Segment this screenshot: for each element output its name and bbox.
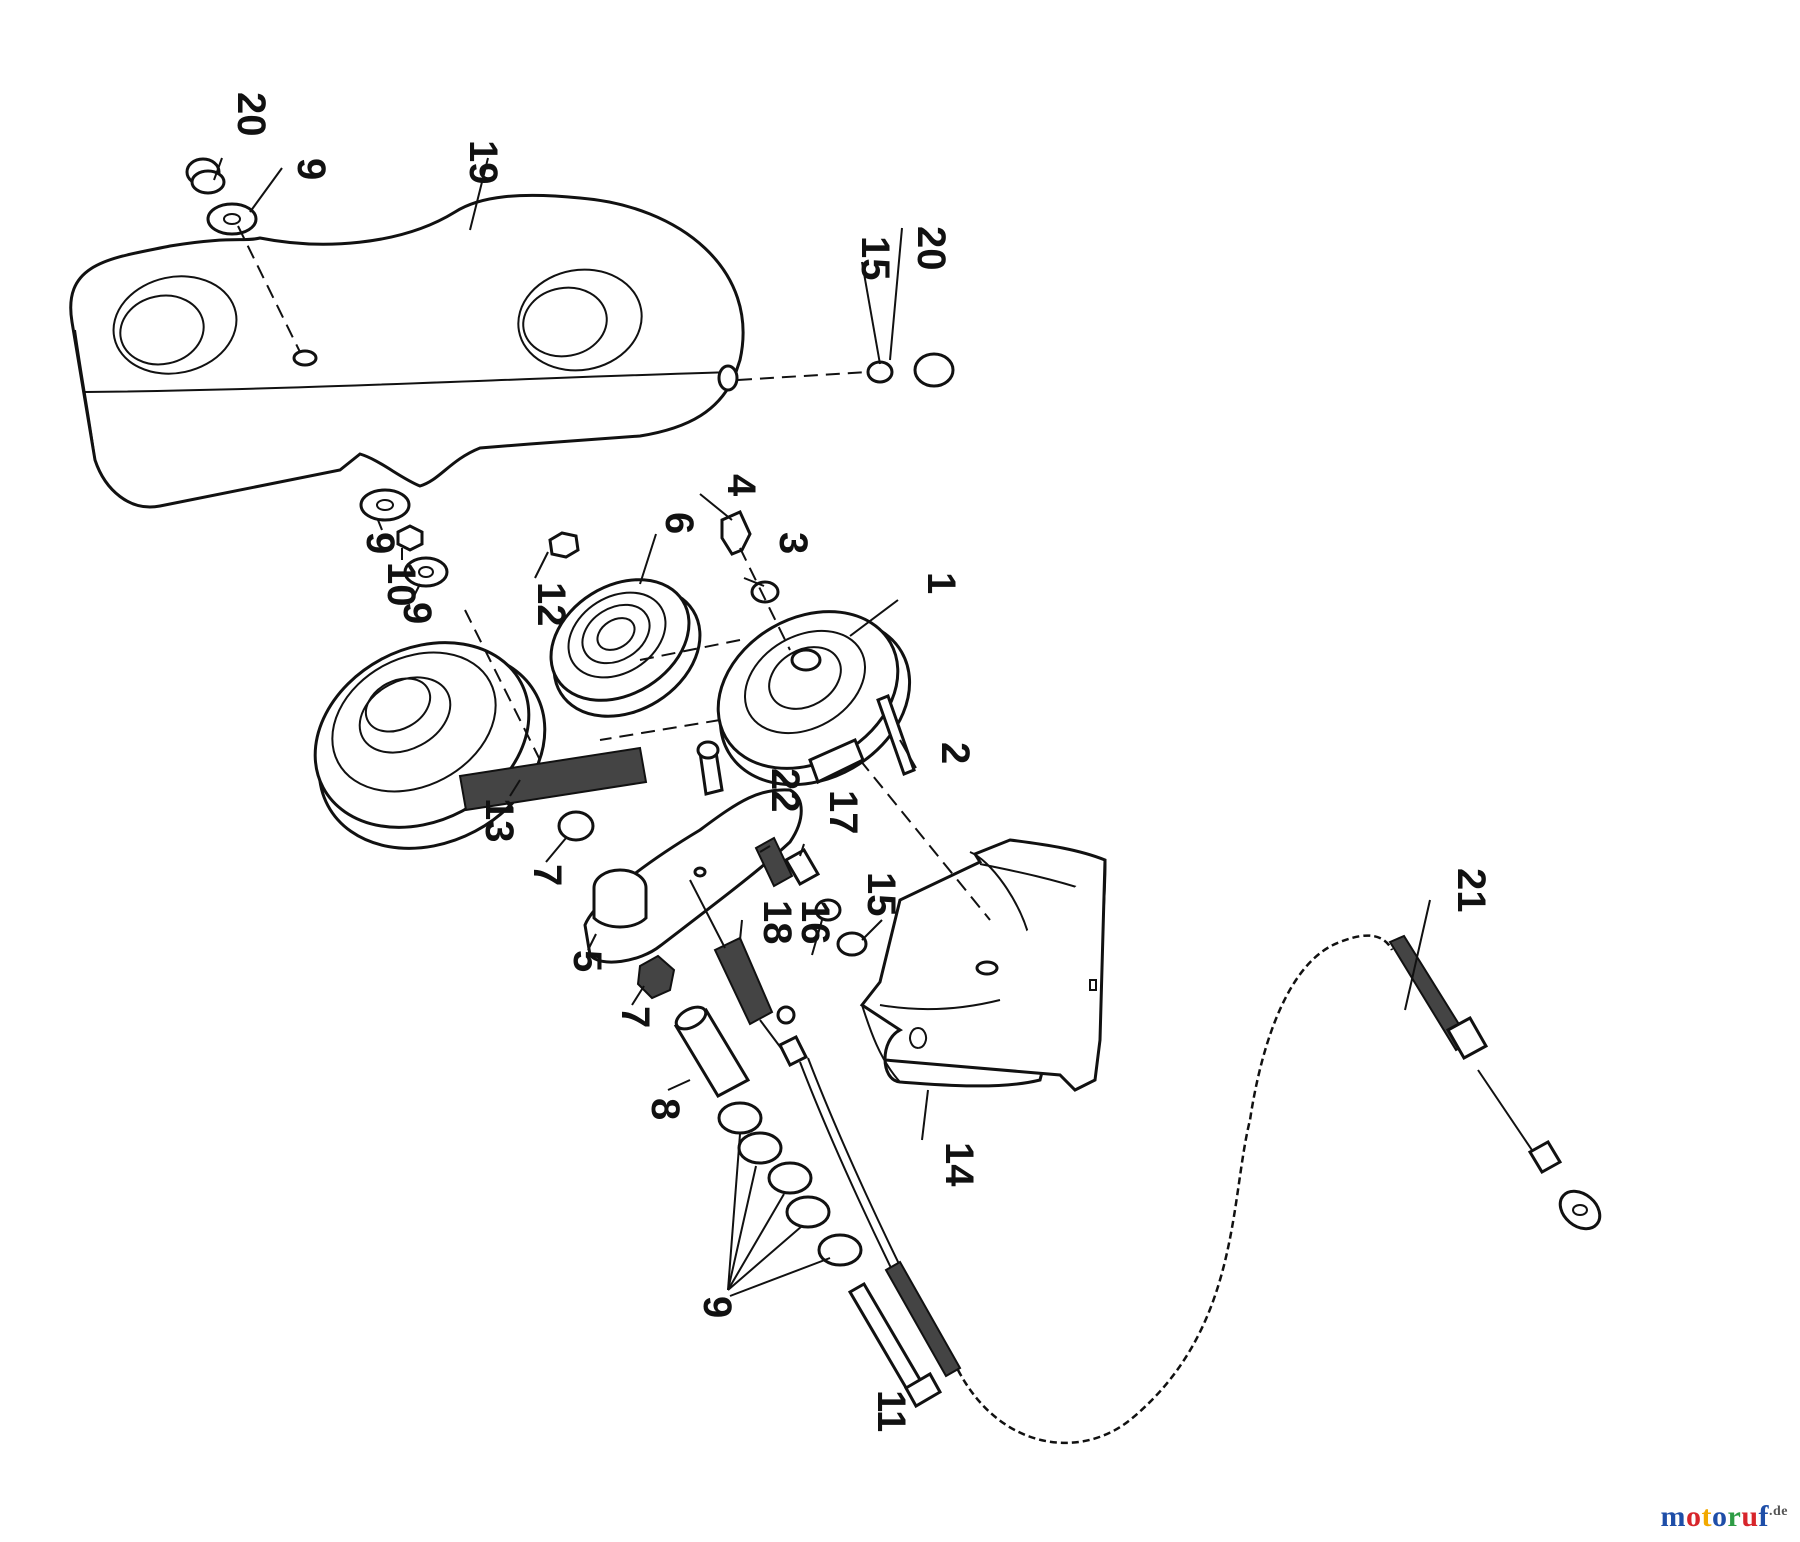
idler-pulley-6	[549, 578, 702, 718]
brand-letter: f	[1758, 1500, 1769, 1533]
callout-12: 12	[529, 582, 573, 627]
callout-3: 3	[771, 532, 815, 554]
callout-15-top: 15	[853, 236, 897, 281]
callout-20-right: 20	[909, 226, 953, 271]
spring-18	[689, 879, 796, 1061]
washer-15	[836, 931, 868, 957]
callout-19: 19	[461, 140, 505, 185]
brand-letter: u	[1741, 1500, 1759, 1533]
brand-tld: .de	[1769, 1504, 1788, 1519]
spring-13	[458, 609, 648, 812]
nut-12	[548, 531, 580, 559]
washer-9-lower	[403, 556, 449, 588]
cap-nut-20-right	[913, 352, 955, 388]
bolt-4	[720, 510, 752, 556]
callout-15-mid: 15	[859, 872, 903, 917]
control-cable-21	[777, 934, 1602, 1445]
callout-9-lower: 9	[395, 602, 439, 624]
callout-9-top: 9	[289, 158, 333, 180]
drive-pulley	[313, 641, 547, 850]
callout-22: 22	[763, 768, 807, 813]
lock-washer-15-top	[866, 360, 894, 384]
brand-letter: o	[1711, 1500, 1728, 1533]
callout-8: 8	[643, 1098, 687, 1120]
callout-18: 18	[755, 900, 799, 945]
nut-7-lower	[636, 954, 676, 1000]
washer-3	[750, 580, 780, 604]
mounting-bracket-14	[859, 838, 1107, 1092]
brand-letter: o	[1685, 1500, 1702, 1533]
washer-9-mid	[359, 488, 411, 522]
washer-stack-9	[717, 1101, 863, 1267]
pulley-1	[716, 610, 912, 787]
pin-2	[876, 694, 916, 776]
callout-20-left: 20	[229, 92, 273, 137]
callout-16: 16	[793, 900, 837, 945]
cap-nut-20-left	[185, 157, 226, 195]
callout-4: 4	[719, 474, 763, 497]
brand-letter: m	[1660, 1500, 1686, 1533]
nut-7-top	[557, 810, 595, 842]
callout-10: 10	[379, 562, 423, 607]
nut-10	[396, 524, 424, 552]
callout-6: 6	[657, 512, 701, 534]
callout-5: 5	[565, 950, 609, 972]
brand-watermark: motoruf.de	[1660, 1500, 1788, 1534]
callout-labels: 19 20 9 20 15 9 10 9 12 6 4 3 1 2 22 17 …	[229, 92, 1493, 1432]
callout-14: 14	[937, 1142, 981, 1187]
brand-letter: t	[1701, 1500, 1712, 1533]
callout-9-mid: 9	[358, 532, 402, 554]
washer-16	[814, 898, 842, 922]
bolt-11	[847, 1281, 943, 1409]
callout-7-top: 7	[525, 864, 569, 886]
leader-lines	[213, 157, 1431, 1297]
callout-7-lower: 7	[613, 1006, 657, 1028]
belt-cover	[69, 193, 745, 509]
callout-11: 11	[869, 1390, 913, 1432]
callout-9-stack: 9	[695, 1296, 739, 1318]
washer-9-top	[206, 202, 258, 236]
callout-1: 1	[919, 572, 963, 594]
pin-17	[783, 847, 821, 887]
idler-arm-5	[583, 740, 803, 964]
callout-2: 2	[933, 742, 977, 764]
callout-13: 13	[477, 798, 521, 843]
brand-letter: r	[1727, 1500, 1742, 1533]
callout-17: 17	[821, 790, 865, 835]
callout-21: 21	[1449, 868, 1493, 913]
brand-logo-text: motoruf	[1660, 1500, 1769, 1533]
spacer-tube-8	[673, 1005, 751, 1098]
